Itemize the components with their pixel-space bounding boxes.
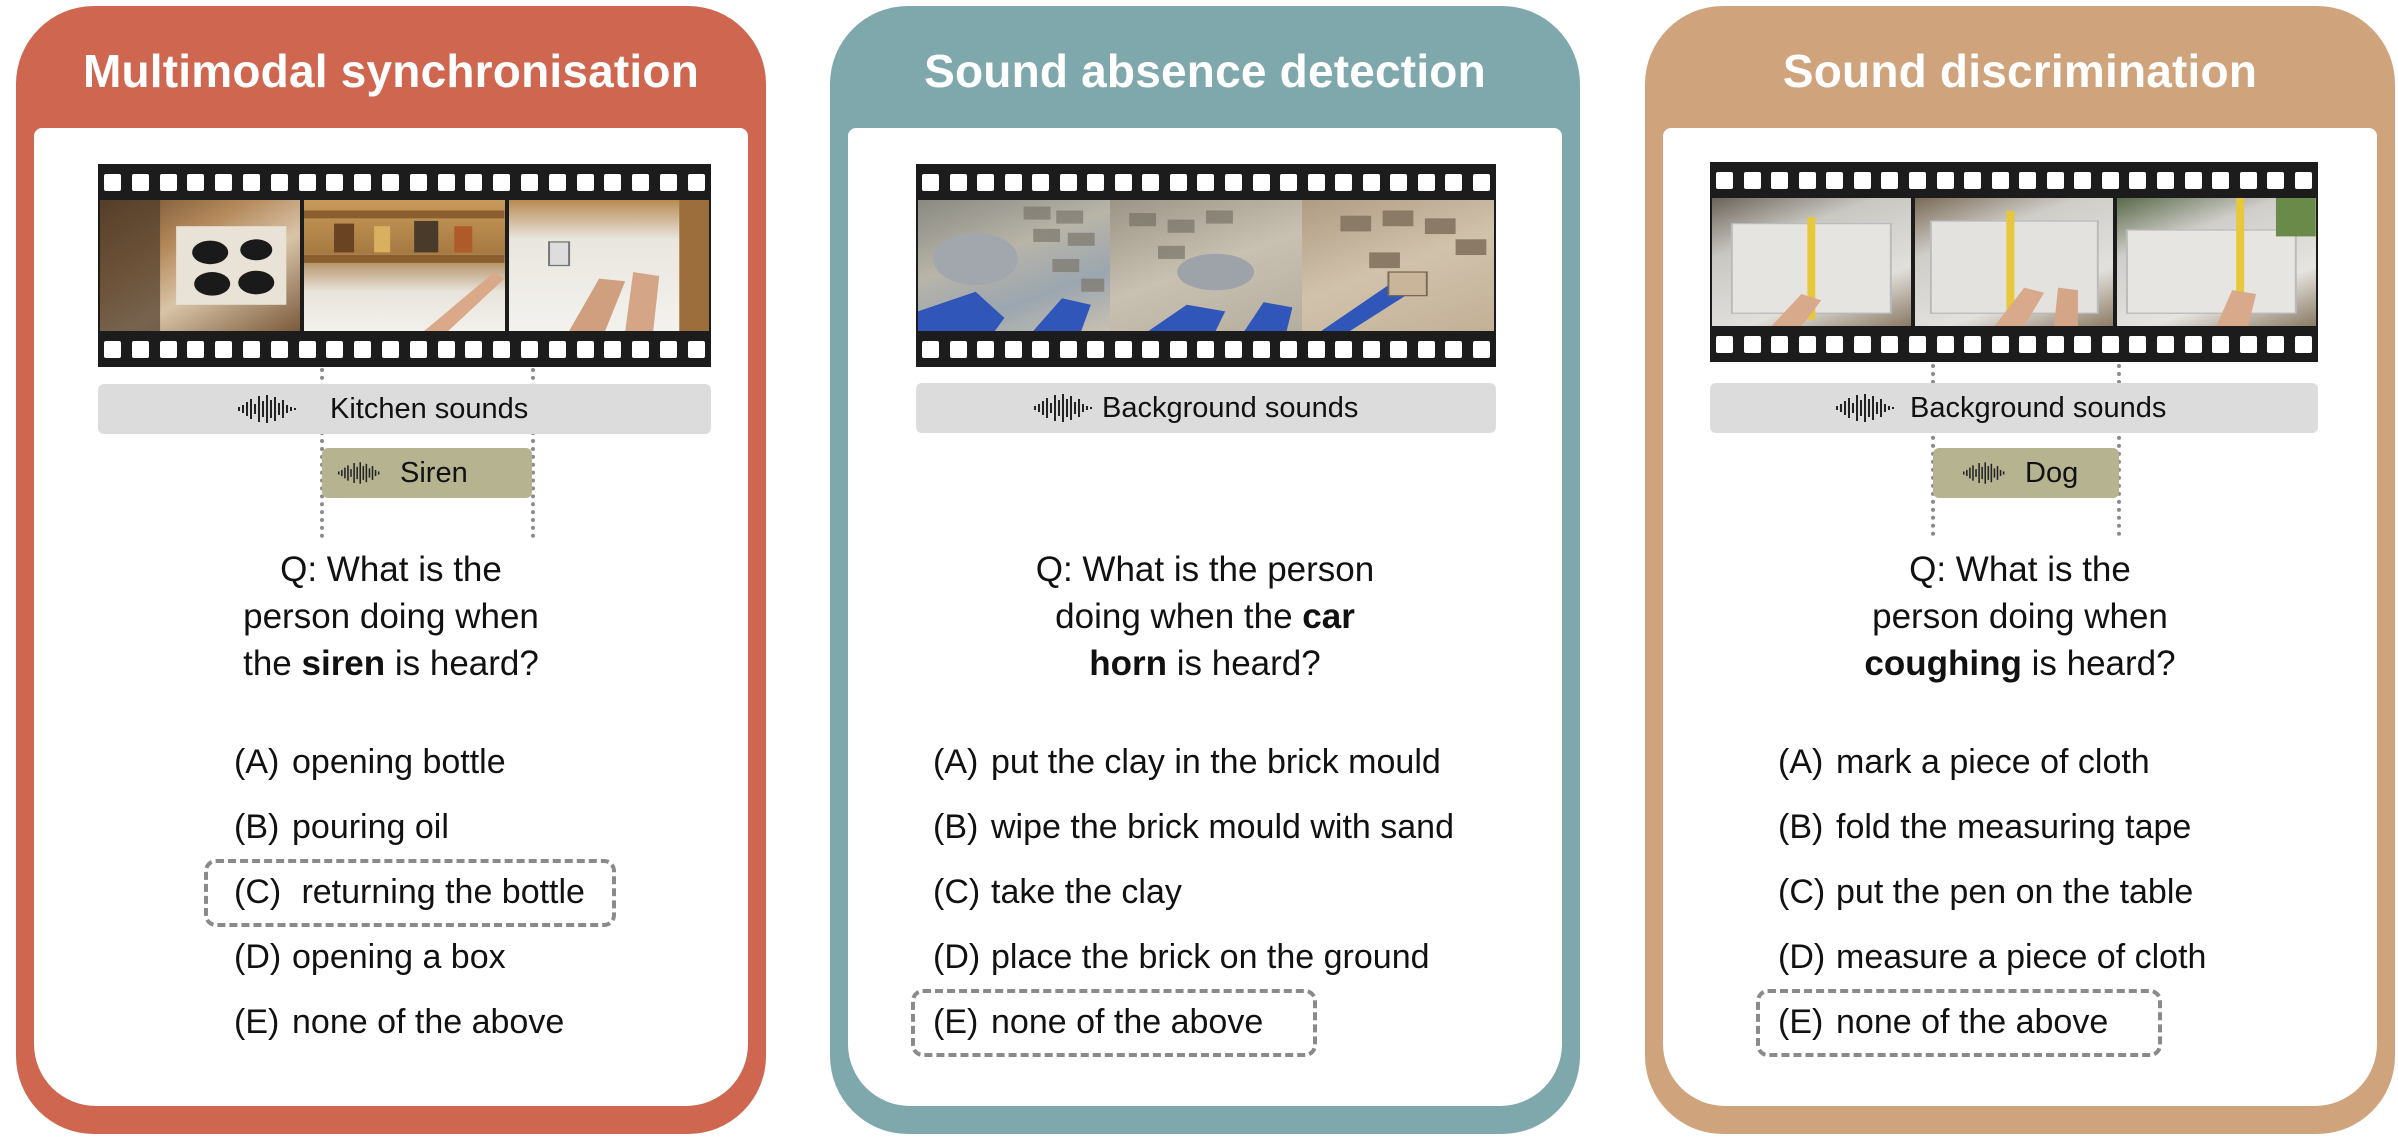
panel-sound-absence-detection: Sound absence detection <box>830 6 1580 1134</box>
video-frame-brick-making <box>918 200 1110 331</box>
panel-body: Background sounds Q: What is the person … <box>848 128 1562 1106</box>
sync-marker-end <box>531 368 535 538</box>
video-filmstrip <box>916 164 1496 367</box>
panel-body: Kitchen sounds Siren Q: What is the pers… <box>34 128 748 1106</box>
option-b[interactable]: (B)pouring oil <box>234 808 449 846</box>
option-c[interactable]: (C) returning the bottle <box>234 873 585 911</box>
video-frame-cloth-table <box>2117 198 2317 326</box>
option-e[interactable]: (E)none of the above <box>933 1003 1264 1041</box>
video-frame-kitchen-stove <box>100 200 301 331</box>
option-c[interactable]: (C)put the pen on the table <box>1778 873 2194 911</box>
sound-wave-icon <box>1963 462 2005 484</box>
option-e[interactable]: (E)none of the above <box>1778 1003 2109 1041</box>
option-b[interactable]: (B)fold the measuring tape <box>1778 808 2192 846</box>
background-sound-label: Background sounds <box>1910 392 2167 424</box>
correct-answer-highlight <box>911 989 1317 1057</box>
event-sound-box: Siren <box>322 448 532 498</box>
video-filmstrip <box>98 164 711 367</box>
question-keyword: siren <box>301 644 386 683</box>
option-b[interactable]: (B)wipe the brick mould with sand <box>933 808 1455 846</box>
question-text: Q: What is the person doing when coughin… <box>1864 550 2176 683</box>
background-sound-label: Background sounds <box>1102 392 1359 424</box>
question-keyword: car <box>1302 597 1355 636</box>
option-a[interactable]: (A)put the clay in the brick mould <box>933 743 1441 781</box>
panel-title: Multimodal synchronisation <box>82 45 700 97</box>
question-text: Q: What is the person doing when the sir… <box>243 550 539 683</box>
sound-wave-icon <box>238 395 296 423</box>
panel-title: Sound discrimination <box>1782 45 2258 97</box>
option-d[interactable]: (D)opening a box <box>234 938 506 976</box>
question-keyword: coughing <box>1864 644 2022 683</box>
event-sound-label: Dog <box>2025 457 2079 489</box>
option-a[interactable]: (A)mark a piece of cloth <box>1778 743 2150 781</box>
option-c[interactable]: (C)take the clay <box>933 873 1182 911</box>
panel-multimodal-synchronisation: Multimodal synchronisation <box>16 6 766 1134</box>
video-frame-brick-ground <box>1302 200 1494 331</box>
background-sound-bar: Background sounds <box>1710 383 2318 433</box>
option-d[interactable]: (D)measure a piece of cloth <box>1778 938 2207 976</box>
video-frame-cloth-marking <box>1914 198 2114 326</box>
sound-wave-icon <box>1836 394 1894 422</box>
option-d[interactable]: (D)place the brick on the ground <box>933 938 1430 976</box>
correct-answer-highlight <box>204 859 616 927</box>
sync-marker-end <box>2117 364 2121 536</box>
video-frame-brick-mould <box>1110 200 1302 331</box>
background-sound-bar: Kitchen sounds <box>98 384 711 434</box>
option-a[interactable]: (A)opening bottle <box>234 743 506 781</box>
question-text: Q: What is the person doing when the car… <box>1035 550 1375 683</box>
video-frame-kitchen-cupboard <box>304 200 505 331</box>
video-frame-cloth-measuring <box>1712 198 1911 326</box>
correct-answer-highlight <box>1756 989 2162 1057</box>
question-keyword: horn <box>1089 644 1168 683</box>
background-sound-bar: Background sounds <box>916 383 1496 433</box>
panel-title: Sound absence detection <box>924 45 1486 97</box>
event-sound-label: Siren <box>400 457 468 489</box>
sound-wave-icon <box>1034 394 1092 422</box>
sound-wave-icon <box>338 462 380 484</box>
panel-body: Background sounds Dog Q: What is the per… <box>1663 128 2377 1106</box>
background-sound-label: Kitchen sounds <box>330 393 529 425</box>
video-filmstrip <box>1710 162 2318 362</box>
video-frame-kitchen-counter <box>508 200 709 331</box>
panel-sound-discrimination: Sound discrimination <box>1645 6 2395 1134</box>
option-e[interactable]: (E)none of the above <box>234 1003 565 1041</box>
event-sound-box: Dog <box>1933 448 2119 498</box>
